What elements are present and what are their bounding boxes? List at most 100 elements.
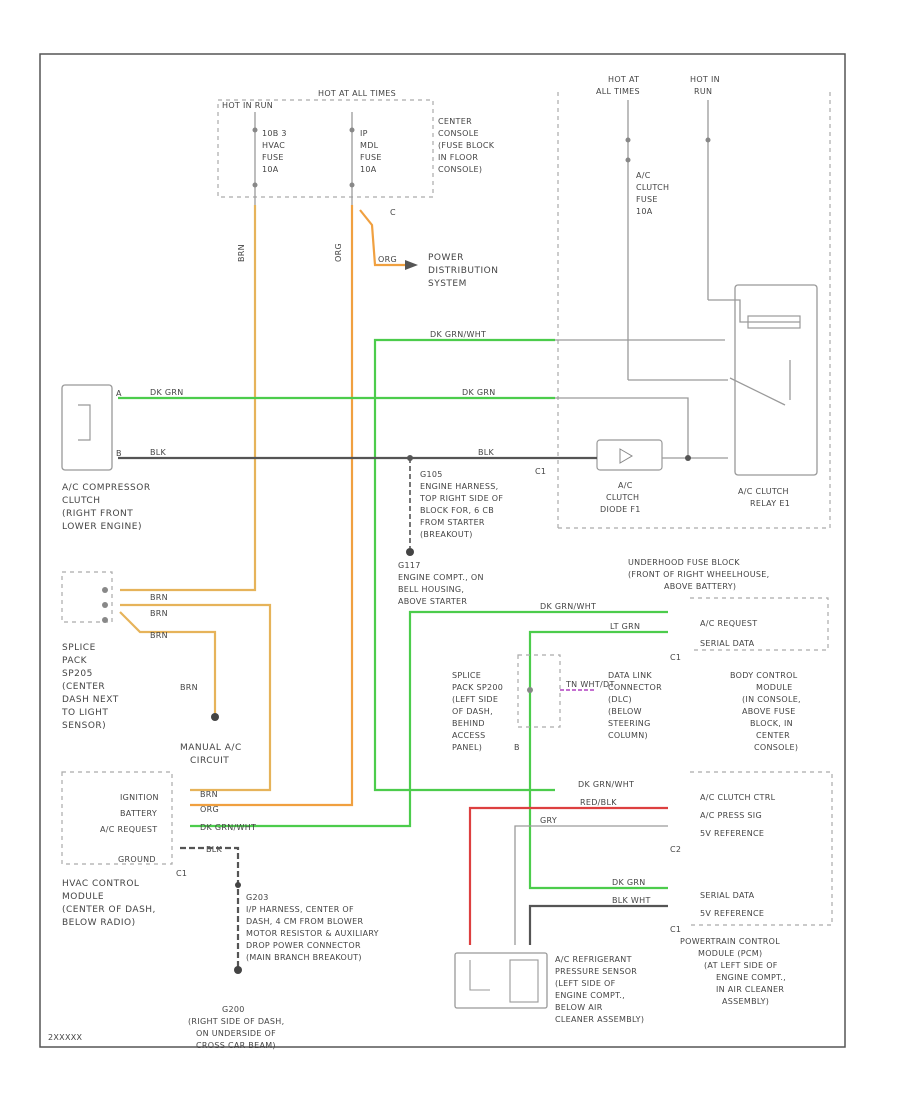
svg-text:5V REFERENCE: 5V REFERENCE [700, 829, 764, 838]
svg-text:(CENTER: (CENTER [62, 682, 105, 692]
svg-text:B: B [116, 449, 122, 458]
svg-text:MANUAL A/C: MANUAL A/C [180, 743, 242, 753]
ground-g105: G105 ENGINE HARNESS, TOP RIGHT SIDE OF B… [406, 458, 503, 556]
svg-text:A/C REQUEST: A/C REQUEST [100, 825, 157, 834]
svg-text:CROSS CAR BEAM): CROSS CAR BEAM) [196, 1041, 276, 1050]
svg-text:SERIAL DATA: SERIAL DATA [700, 891, 755, 900]
svg-text:SPLICE: SPLICE [452, 671, 481, 680]
svg-text:(RIGHT SIDE OF DASH,: (RIGHT SIDE OF DASH, [188, 1017, 284, 1026]
svg-text:STEERING: STEERING [608, 719, 651, 728]
svg-text:C1: C1 [670, 925, 681, 934]
svg-text:BELL HOUSING,: BELL HOUSING, [398, 585, 464, 594]
svg-text:DK GRN/WHT: DK GRN/WHT [540, 602, 596, 611]
hvac-control-module: IGNITION BATTERY A/C REQUEST GROUND BRN … [61, 771, 256, 928]
svg-text:ENGINE COMPT.,: ENGINE COMPT., [555, 991, 625, 1000]
svg-text:C1: C1 [670, 653, 681, 662]
svg-text:ORG: ORG [378, 255, 397, 264]
ground-g203: G203 I/P HARNESS, CENTER OF DASH, 4 CM F… [246, 893, 379, 962]
splice-pack-sp200: SPLICE PACK SP200 (LEFT SIDE OF DASH, BE… [452, 654, 615, 752]
svg-text:G105: G105 [420, 470, 443, 479]
svg-text:(RIGHT FRONT: (RIGHT FRONT [62, 509, 133, 519]
data-link-connector: DATA LINK CONNECTOR (DLC) (BELOW STEERIN… [608, 671, 662, 740]
svg-text:CENTER: CENTER [756, 731, 790, 740]
svg-text:10A: 10A [360, 165, 377, 174]
org-wire-ip-fuse [190, 205, 354, 807]
svg-text:DK GRN/WHT: DK GRN/WHT [578, 780, 634, 789]
blk-wht-wire-5v-reference [528, 904, 668, 945]
svg-text:BRN: BRN [150, 593, 168, 602]
svg-text:DK GRN: DK GRN [462, 388, 496, 397]
svg-text:ENGINE COMPT., ON: ENGINE COMPT., ON [398, 573, 484, 582]
svg-text:A/C PRESS SIG: A/C PRESS SIG [700, 811, 762, 820]
svg-text:PANEL): PANEL) [452, 743, 482, 752]
org-wire-power-distribution [359, 209, 405, 267]
svg-text:BELOW AIR: BELOW AIR [555, 1003, 603, 1012]
svg-text:SENSOR): SENSOR) [62, 721, 106, 731]
svg-text:IN AIR CLEANER: IN AIR CLEANER [716, 985, 784, 994]
relay-label: A/C CLUTCH [738, 487, 789, 496]
hot-at-all-times-label: HOT AT ALL TIMES [318, 89, 396, 98]
svg-text:(LEFT SIDE: (LEFT SIDE [452, 695, 498, 704]
svg-text:MDL: MDL [360, 141, 379, 150]
svg-text:DROP POWER CONNECTOR: DROP POWER CONNECTOR [246, 941, 361, 950]
svg-text:DATA LINK: DATA LINK [608, 671, 652, 680]
svg-text:RELAY E1: RELAY E1 [750, 499, 790, 508]
svg-text:G203: G203 [246, 893, 269, 902]
dk-grn-wht-wire-bcm [190, 610, 668, 828]
svg-text:BLK: BLK [206, 845, 223, 854]
svg-text:TN WHT/DT: TN WHT/DT [565, 680, 615, 689]
svg-text:BRN: BRN [150, 631, 168, 640]
svg-text:ORG: ORG [334, 243, 343, 262]
svg-text:A/C REQUEST: A/C REQUEST [700, 619, 757, 628]
svg-text:POWERTRAIN CONTROL: POWERTRAIN CONTROL [680, 937, 780, 946]
svg-text:(LEFT SIDE OF: (LEFT SIDE OF [555, 979, 616, 988]
svg-text:CLUTCH: CLUTCH [636, 183, 669, 192]
svg-text:CONSOLE: CONSOLE [438, 129, 479, 138]
svg-text:FROM STARTER: FROM STARTER [420, 518, 485, 527]
ground-g117: G117 ENGINE COMPT., ON BELL HOUSING, ABO… [398, 561, 484, 606]
brn-wire-hvac-ignition [120, 603, 272, 792]
svg-text:FUSE: FUSE [360, 153, 382, 162]
svg-text:SPLICE: SPLICE [62, 643, 96, 653]
svg-text:BRN: BRN [150, 609, 168, 618]
svg-text:DK GRN/WHT: DK GRN/WHT [430, 330, 486, 339]
svg-text:ENGINE COMPT.,: ENGINE COMPT., [716, 973, 786, 982]
svg-text:CONSOLE): CONSOLE) [438, 165, 482, 174]
ground-g200: G200 (RIGHT SIDE OF DASH, ON UNDERSIDE O… [188, 1005, 284, 1050]
svg-text:CONSOLE): CONSOLE) [754, 743, 798, 752]
svg-text:A/C: A/C [636, 171, 651, 180]
svg-text:BLOCK, IN: BLOCK, IN [750, 719, 793, 728]
hot-in-run-label: HOT IN RUN [222, 101, 273, 110]
svg-text:PACK SP200: PACK SP200 [452, 683, 503, 692]
svg-text:DK GRN: DK GRN [612, 878, 646, 887]
svg-text:DASH NEXT: DASH NEXT [62, 695, 119, 705]
svg-text:OF DASH,: OF DASH, [452, 707, 493, 716]
svg-text:BELOW RADIO): BELOW RADIO) [62, 918, 136, 928]
svg-text:GROUND: GROUND [118, 855, 156, 864]
svg-text:(CENTER OF DASH,: (CENTER OF DASH, [62, 905, 156, 915]
ac-refrigerant-pressure-sensor: A/C REFRIGERANT PRESSURE SENSOR (LEFT SI… [454, 952, 644, 1024]
svg-text:ACCESS: ACCESS [452, 731, 486, 740]
svg-text:ALL TIMES: ALL TIMES [596, 87, 640, 96]
svg-text:DASH, 4 CM FROM BLOWER: DASH, 4 CM FROM BLOWER [246, 917, 363, 926]
svg-text:ABOVE FUSE: ABOVE FUSE [742, 707, 796, 716]
svg-text:C: C [390, 208, 396, 217]
svg-text:BLK: BLK [478, 448, 495, 457]
svg-text:A/C: A/C [618, 481, 633, 490]
svg-text:(DLC): (DLC) [608, 695, 632, 704]
svg-text:RUN: RUN [694, 87, 712, 96]
svg-text:BRN: BRN [237, 244, 246, 262]
svg-text:(BELOW: (BELOW [608, 707, 642, 716]
svg-text:C1: C1 [176, 869, 187, 878]
svg-text:(MAIN BRANCH BREAKOUT): (MAIN BRANCH BREAKOUT) [246, 953, 362, 962]
svg-text:TOP RIGHT SIDE OF: TOP RIGHT SIDE OF [419, 494, 503, 503]
brn-wire-manual-ac [119, 611, 217, 715]
svg-text:ON UNDERSIDE OF: ON UNDERSIDE OF [196, 1029, 276, 1038]
splice-pack-sp205: SPLICE PACK SP205 (CENTER DASH NEXT TO L… [61, 571, 119, 731]
svg-text:CLUTCH: CLUTCH [62, 496, 100, 506]
diagram-frame [39, 53, 846, 1048]
blk-wire-ground [180, 846, 240, 970]
svg-text:FUSE: FUSE [636, 195, 658, 204]
svg-text:IN FLOOR: IN FLOOR [438, 153, 478, 162]
svg-text:MODULE: MODULE [756, 683, 793, 692]
